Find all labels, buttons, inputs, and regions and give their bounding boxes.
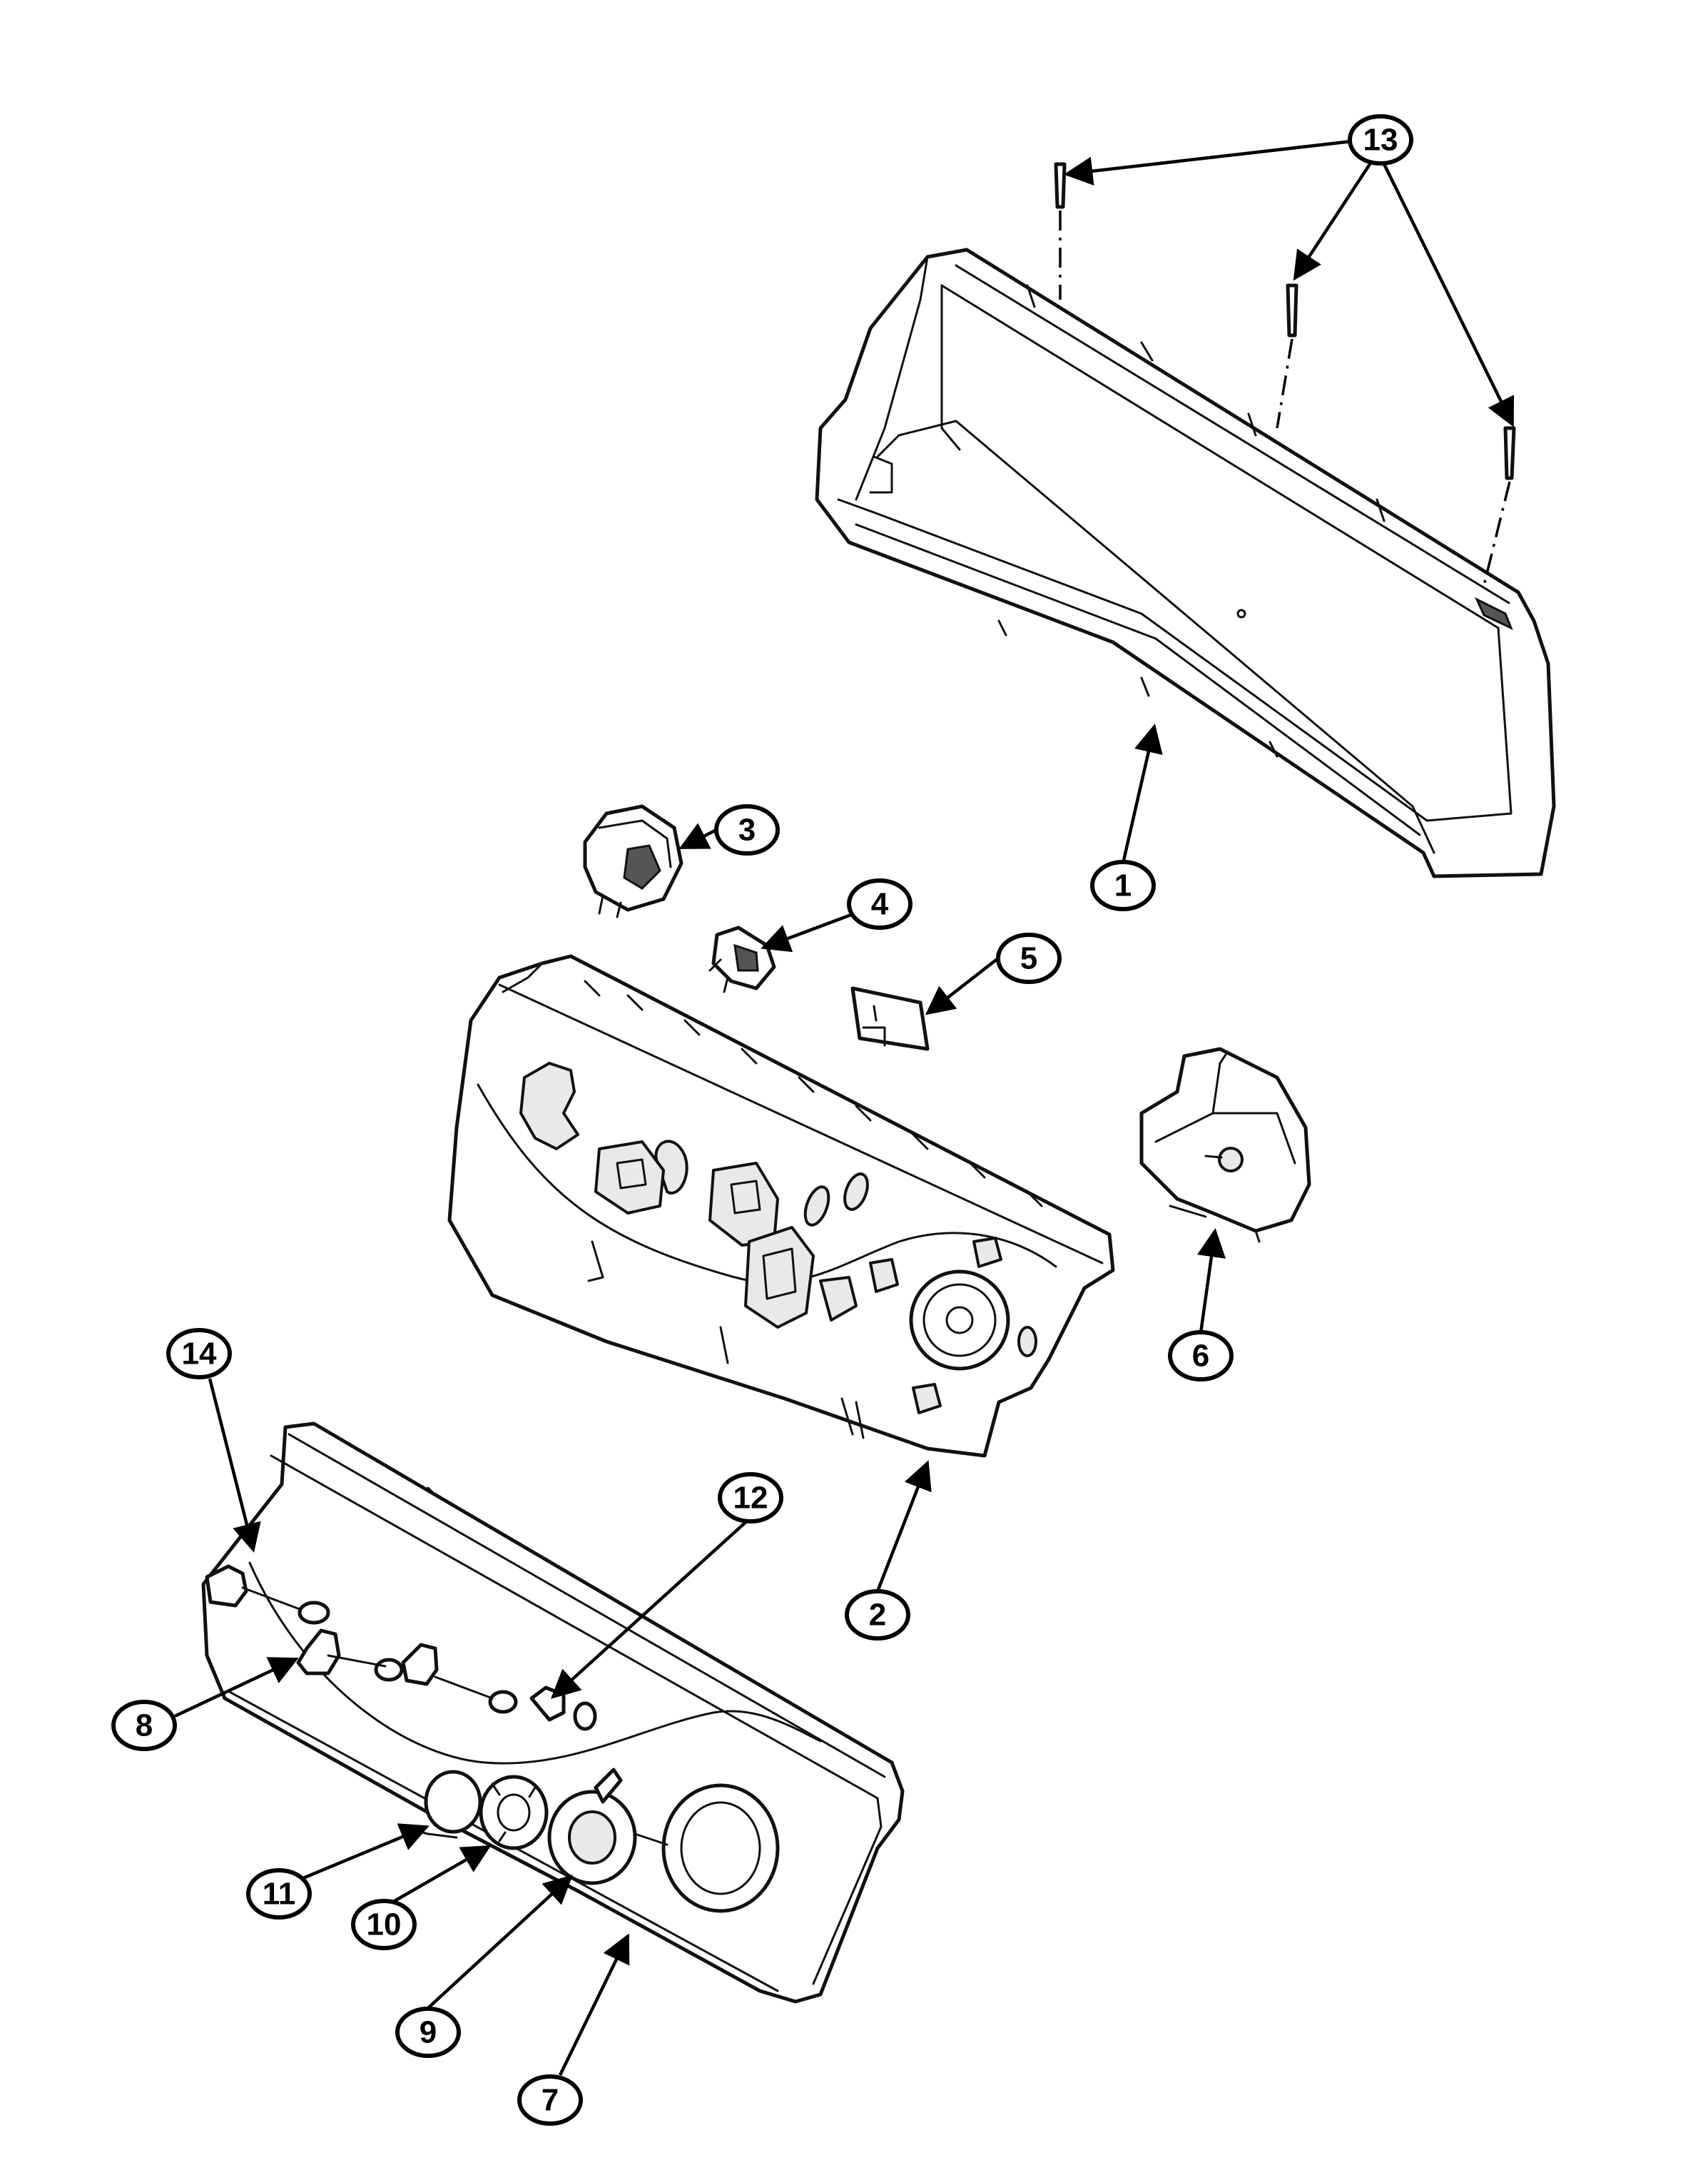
callout-13: 13	[1348, 114, 1413, 166]
callout-label: 5	[1020, 941, 1037, 976]
callout-8: 8	[111, 1700, 177, 1751]
callout-7: 7	[517, 2074, 583, 2126]
callout-2: 2	[845, 1589, 910, 1641]
callout-label: 12	[733, 1481, 768, 1516]
callout-label: 9	[420, 2015, 437, 2050]
callout-label: 4	[871, 887, 889, 922]
callout-label: 7	[542, 2083, 559, 2118]
part-4-selector-switch	[708, 926, 776, 993]
callout-label: 10	[367, 1907, 402, 1942]
part-3-timer-switch	[583, 804, 683, 918]
callout-10: 10	[351, 1899, 417, 1950]
part-5-block	[850, 986, 930, 1051]
callout-label: 1	[1114, 868, 1132, 903]
callout-label: 6	[1192, 1339, 1209, 1374]
callout-label: 14	[182, 1337, 217, 1371]
callout-label: 8	[136, 1708, 153, 1743]
callout-label: 11	[263, 1877, 296, 1912]
callout-3: 3	[714, 804, 780, 856]
callout-12: 12	[718, 1472, 783, 1523]
part-1-console	[815, 248, 1556, 878]
part-13-screws	[1054, 162, 1516, 480]
callout-label: 3	[738, 813, 756, 848]
callout-6: 6	[1168, 1330, 1234, 1381]
leader-lines	[174, 138, 1515, 2076]
part-2-control-panel-bracket	[447, 954, 1115, 1458]
callout-label: 2	[869, 1598, 886, 1633]
callout-11: 11	[246, 1868, 312, 1920]
callout-14: 14	[166, 1328, 232, 1379]
callout-5: 5	[996, 933, 1062, 984]
callout-1: 1	[1090, 860, 1156, 911]
callout-label: 13	[1363, 123, 1398, 158]
callout-9: 9	[395, 2007, 461, 2058]
callout-4: 4	[847, 878, 913, 930]
screw-centerlines	[1059, 211, 1511, 586]
part-6-dial-bracket	[1139, 1047, 1311, 1243]
part-7-control-panel	[201, 1421, 905, 2004]
